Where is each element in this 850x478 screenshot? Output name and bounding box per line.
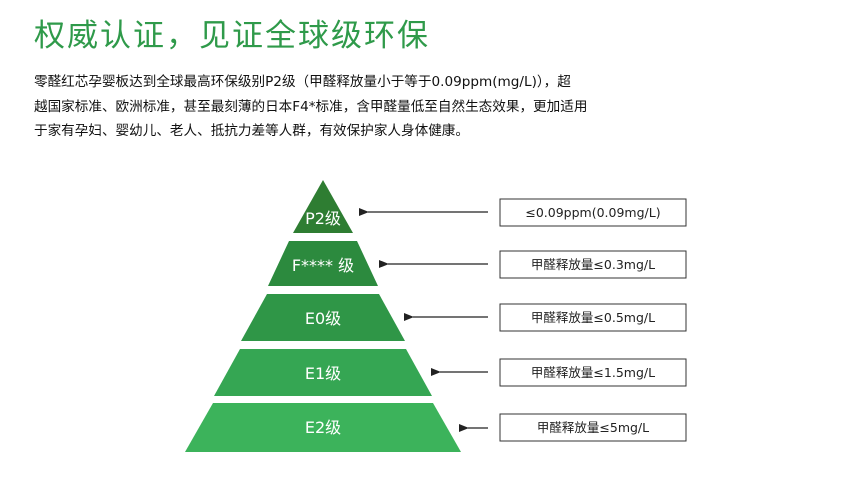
value-box-e2	[499, 413, 687, 442]
value-text-e0: 甲醛释放量≤0.5mg/L	[531, 310, 655, 325]
value-text-e1: 甲醛释放量≤1.5mg/L	[531, 365, 655, 380]
page-title: 权威认证，见证全球级环保	[34, 18, 430, 54]
level-label-e1: E1级	[305, 364, 341, 383]
pyramid-level-e1	[214, 349, 432, 396]
value-box-f4star	[499, 250, 687, 279]
value-box-e0	[499, 303, 687, 332]
level-label-e2: E2级	[305, 418, 341, 437]
pyramid-level-e0	[241, 294, 405, 341]
pyramid-level-e2	[185, 403, 461, 452]
pyramid-level-p2	[293, 180, 353, 233]
value-text-f4star: 甲醛释放量≤0.3mg/L	[531, 257, 655, 272]
level-label-e0: E0级	[305, 309, 341, 328]
level-label-f4star: F**** 级	[292, 256, 354, 275]
value-box-p2	[499, 198, 687, 227]
description-line-2: 越国家标准、欧洲标准，甚至最刻薄的日本F4*标准，含甲醛量低至自然生态效果，更加…	[34, 98, 588, 115]
level-label-p2: P2级	[305, 209, 341, 228]
value-text-p2: ≤0.09ppm(0.09mg/L)	[525, 205, 660, 220]
value-text-e2: 甲醛释放量≤5mg/L	[537, 420, 649, 435]
description-line-1: 零醛红芯孕婴板达到全球最高环保级别P2级（甲醛释放量小于等于0.09ppm(mg…	[34, 74, 571, 90]
description: 零醛红芯孕婴板达到全球最高环保级别P2级（甲醛释放量小于等于0.09ppm(mg…	[34, 70, 794, 144]
pyramid-level-f4star	[268, 241, 378, 286]
description-line-3: 于家有孕妇、婴幼儿、老人、抵抗力差等人群，有效保护家人身体健康。	[34, 123, 469, 139]
value-box-e1	[499, 358, 687, 387]
